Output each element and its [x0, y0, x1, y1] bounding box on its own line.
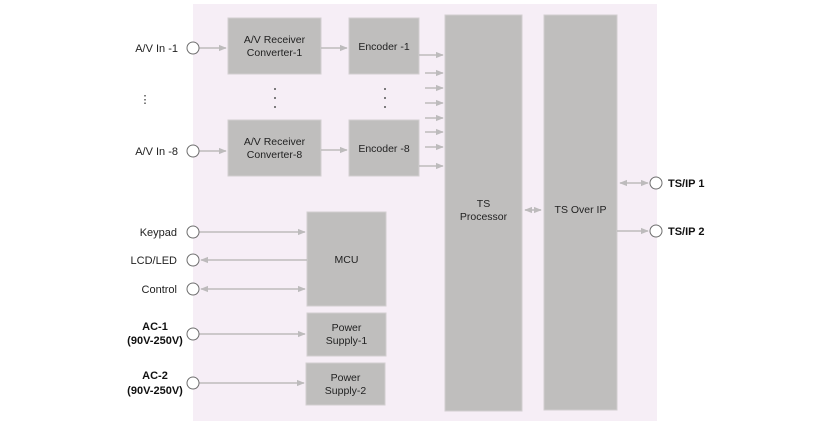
ellipsis-dot	[274, 88, 276, 90]
control-port[interactable]	[186, 282, 200, 296]
ac2-label-line1: AC-2	[142, 370, 168, 382]
mcu-block[interactable]: MCU	[306, 211, 387, 307]
ac1-label-line1: AC-1	[142, 321, 168, 333]
av-in-8-label: A/V In -8	[135, 146, 178, 158]
ac2-label-line2: (90V-250V)	[127, 385, 183, 397]
ellipsis-dot	[384, 97, 386, 99]
mcu-label: MCU	[335, 254, 359, 266]
ellipsis-dot	[384, 106, 386, 108]
encoder-ellipsis	[384, 88, 386, 108]
ellipsis-dot	[274, 106, 276, 108]
power-supply-1-line1: Power	[332, 322, 362, 334]
power-supply-1-box	[306, 312, 387, 357]
lcd-led-label: LCD/LED	[131, 255, 178, 267]
receiver-converter-1-box	[227, 17, 322, 75]
ts-processor-block[interactable]: TS Processor	[444, 14, 523, 412]
ts-over-ip-block[interactable]: TS Over IP	[543, 14, 618, 411]
ac1-port[interactable]	[186, 327, 200, 341]
receiver-converter-8-line1: A/V Receiver	[244, 136, 306, 148]
tsip1-port[interactable]	[649, 176, 663, 190]
encoder-8-box	[348, 119, 420, 177]
power-supply-2-line2: Supply-2	[325, 385, 367, 397]
receiver-converter-8-block[interactable]: A/V Receiver Converter-8	[227, 119, 322, 177]
encoder-1-block[interactable]: Encoder -1	[348, 17, 420, 75]
ts-processor-line1: TS	[477, 198, 490, 210]
ts-over-ip-label: TS Over IP	[555, 204, 607, 216]
encoder-8-block[interactable]: Encoder -8	[348, 119, 420, 177]
ts-processor-line2: Processor	[460, 211, 508, 223]
tsip2-label: TS/IP 2	[668, 226, 704, 238]
ts-over-ip-box	[543, 14, 618, 411]
power-supply-2-block[interactable]: Power Supply-2	[305, 362, 386, 406]
receiver-converter-8-box	[227, 119, 322, 177]
mcu-box	[306, 211, 387, 307]
receiver-converter-8-line2: Converter-8	[247, 149, 303, 161]
power-supply-2-box	[305, 362, 386, 406]
av-in-8-port[interactable]	[186, 144, 200, 158]
encoder-1-label: Encoder -1	[358, 41, 410, 53]
encoder-bus-arrows	[419, 51, 444, 170]
encoder-8-label: Encoder -8	[358, 143, 410, 155]
receiver-ellipsis	[274, 88, 276, 108]
av-in-ellipsis: ⋮	[140, 94, 151, 106]
power-supply-1-line2: Supply-1	[326, 335, 368, 347]
encoder-1-box	[348, 17, 420, 75]
tsip2-port[interactable]	[649, 224, 663, 238]
av-in-1-label: A/V In -1	[135, 43, 178, 55]
ac2-port[interactable]	[186, 376, 200, 390]
power-supply-2-line1: Power	[331, 372, 361, 384]
keypad-port[interactable]	[186, 225, 200, 239]
keypad-label: Keypad	[140, 227, 177, 239]
receiver-converter-1-line1: A/V Receiver	[244, 34, 306, 46]
power-supply-1-block[interactable]: Power Supply-1	[306, 312, 387, 357]
ellipsis-dot	[274, 97, 276, 99]
control-label: Control	[142, 284, 177, 296]
ts-processor-box	[444, 14, 523, 412]
av-in-1-port[interactable]	[186, 41, 200, 55]
lcd-led-port[interactable]	[186, 253, 200, 267]
receiver-converter-1-line2: Converter-1	[247, 47, 303, 59]
ac1-label-line2: (90V-250V)	[127, 335, 183, 347]
tsip1-label: TS/IP 1	[668, 178, 704, 190]
ellipsis-dot	[384, 88, 386, 90]
receiver-converter-1-block[interactable]: A/V Receiver Converter-1	[227, 17, 322, 75]
